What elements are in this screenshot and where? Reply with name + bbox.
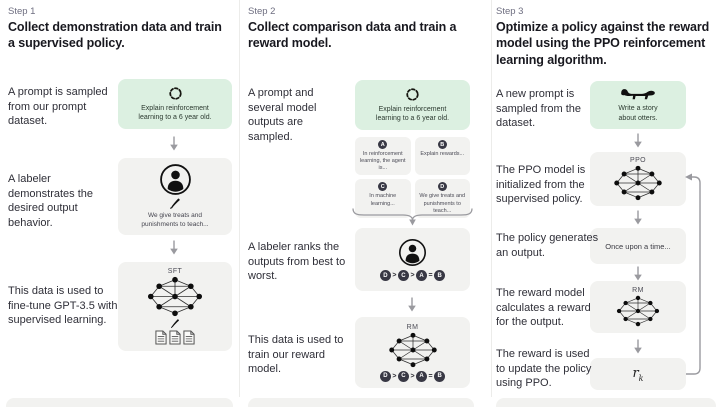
step1-label: Step 1 [8,6,36,17]
arrow-down-icon [169,240,179,255]
rank-item: C [397,270,409,281]
step2-desc-train: This data is used to train our reward mo… [248,334,344,376]
reward-symbol-r: r [632,366,639,382]
pen-icon [169,197,181,210]
rank-item: D [379,370,391,382]
step3-reward-box: rk [590,358,686,390]
step2-prompt-box: Explain reinforcement learning to a 6 ye… [355,80,470,130]
step1-prompt-text: Explain reinforcement learning to a 6 ye… [138,104,212,121]
pen-icon [170,318,180,328]
document-icon [169,330,181,345]
output-badge: A [378,140,388,149]
arrow-down-icon [169,136,179,151]
step2-label: Step 2 [248,6,276,17]
rank-item: A [416,370,428,382]
neural-network-icon [147,276,203,317]
neural-network-icon [613,165,663,201]
rank-separator: > [392,372,397,380]
step2-prompt-text: Explain reinforcement learning to a 6 ye… [375,105,450,122]
rank-item: D [379,270,391,281]
rm-model-label: RM [406,323,419,331]
step2-desc-labeler: A labeler ranks the outputs from best to… [248,241,346,283]
output-chip-b: B Explain rewards... [414,137,470,176]
step3-desc-reward: The reward model calculates a reward for… [496,287,591,329]
ranking-row: D > C > A = B [379,370,446,382]
policy-output-text: Once upon a time... [605,241,671,251]
step1-labeler-box: We give treats and punishments to teach.… [118,158,232,235]
step1-demonstration-text: We give treats and punishments to teach.… [141,212,209,228]
otter-icon [620,87,656,102]
neural-network-icon [388,332,438,368]
step2-desc-prompt: A prompt and several model outputs are s… [248,87,317,143]
rm-model-label: RM [632,287,644,294]
column-divider [239,0,240,397]
document-icon [183,330,195,345]
rank-separator: = [428,372,433,380]
feedback-loop-arrow [685,173,701,375]
output-chip-d: D We give treats and punishments to teac… [414,179,470,218]
sft-model-label: SFT [167,268,183,275]
step3-ppo-box: PPO [590,152,686,206]
reward-symbol-k: k [638,374,644,384]
sample-icon [405,87,420,102]
output-badge: D [437,182,447,192]
arrow-down-icon [633,266,643,281]
sample-icon [168,86,183,101]
rank-item: A [416,270,428,281]
step2-title: Collect comparison data and train a rewa… [248,20,457,51]
model-outputs-grid: A In reinforcement learning, the agent i… [355,137,470,218]
documents-icon [155,330,195,345]
output-text: Explain rewards... [420,151,465,157]
cropped-panel [496,398,716,407]
reward-symbol: rk [632,364,643,383]
step3-desc-init: The PPO model is initialized from the su… [496,164,586,206]
output-text: In reinforcement learning, the agent is.… [359,151,406,172]
step3-desc-update: The reward is used to update the policy … [496,348,592,390]
output-chip-a: A In reinforcement learning, the agent i… [355,137,411,176]
step1-title: Collect demonstration data and train a s… [8,20,222,51]
step3-rm-box: RM [590,281,686,333]
labeler-icon [398,238,427,267]
rank-item: B [434,270,446,281]
arrow-down-icon [633,133,643,148]
step2-rm-box: RM D > C > A = B [355,317,470,388]
cropped-panel [6,398,233,407]
output-text: In machine learning... [369,193,397,207]
step2-labeler-box: D > C > A = B [355,228,470,291]
labeler-icon [159,163,192,196]
rank-separator: > [410,272,415,279]
step1-desc-train: This data is used to fine-tune GPT-3.5 w… [8,285,118,327]
brace-arrow-icon [352,208,473,226]
step3-output-box: Once upon a time... [590,228,686,264]
step3-prompt-text: Write a story about otters. [618,105,658,122]
step3-label: Step 3 [496,6,524,17]
ppo-model-label: PPO [630,157,646,164]
arrow-down-icon [633,210,643,225]
column-divider [491,0,492,397]
rank-separator: = [428,272,433,279]
output-text: We give treats and punishments to teach.… [419,193,466,214]
cropped-panel [248,398,474,407]
step1-desc-labeler: A labeler demonstrates the desired outpu… [8,173,93,229]
step3-title: Optimize a policy against the reward mod… [496,20,710,67]
step3-desc-output: The policy generates an output. [496,232,599,259]
step1-desc-prompt: A prompt is sampled from our prompt data… [8,86,108,128]
rank-separator: > [410,372,415,380]
step1-sft-box: SFT [118,262,232,351]
arrow-down-icon [407,297,417,312]
output-chip-c: C In machine learning... [355,179,411,218]
rank-item: B [434,370,446,382]
arrow-down-icon [633,339,643,354]
output-badge: B [437,140,447,149]
step3-desc-prompt: A new prompt is sampled from the dataset… [496,88,581,130]
document-icon [155,330,167,345]
step3-prompt-box: Write a story about otters. [590,81,686,129]
neural-network-icon [615,295,661,327]
rank-item: C [397,370,409,382]
ranking-row: D > C > A = B [379,270,446,281]
output-badge: C [378,182,388,192]
rank-separator: > [392,272,397,279]
step1-prompt-box: Explain reinforcement learning to a 6 ye… [118,79,232,129]
